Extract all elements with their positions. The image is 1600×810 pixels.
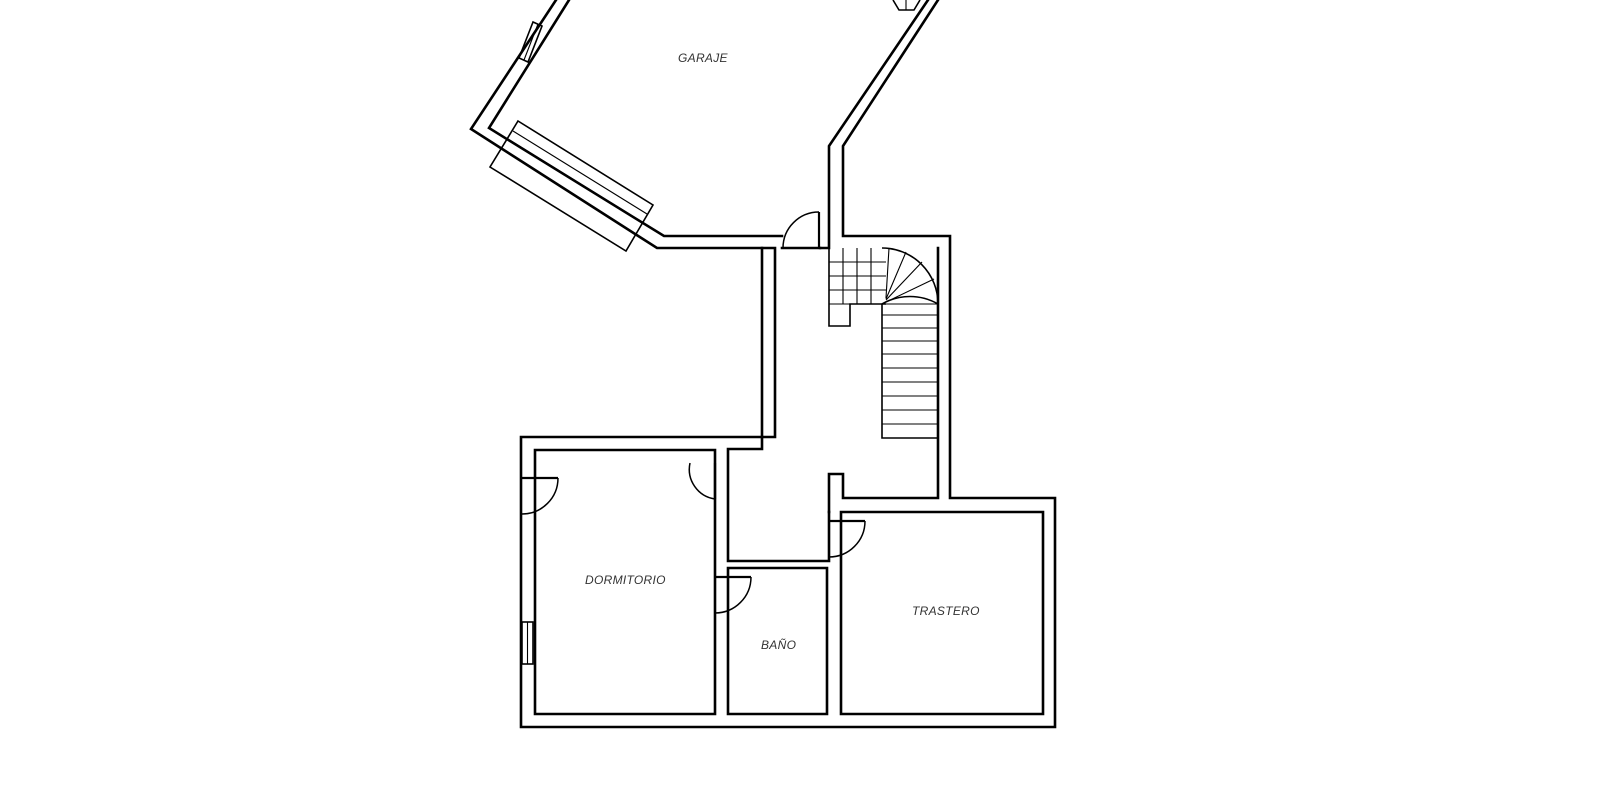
- bedroom-wall: [533, 448, 717, 716]
- stair-treads-upper: [829, 248, 886, 305]
- garage-window-top: [517, 20, 544, 64]
- storage-wall: [839, 510, 1045, 716]
- garage-right-inner-wall: [818, 0, 930, 250]
- garage-outer-wall: [469, 0, 1057, 729]
- stair-winders: [885, 247, 938, 305]
- garage-gate: [488, 119, 655, 253]
- garage-label: GARAJE: [678, 51, 729, 65]
- door-bathroom: [714, 575, 752, 614]
- stair-treads-lower: [882, 314, 938, 425]
- garage-corner-detail: [892, 0, 921, 11]
- door-storage: [828, 519, 866, 558]
- door-bedroom-left: [521, 476, 559, 515]
- bedroom-window: [521, 621, 534, 665]
- interior-walls: [533, 246, 1045, 716]
- bathroom-wall: [726, 566, 829, 716]
- storage-label: TRASTERO: [912, 604, 980, 618]
- bedroom-corridor-wall: [726, 435, 831, 563]
- bedroom-label: DORMITORIO: [585, 573, 666, 587]
- stair-hall-inner-wall: [827, 246, 940, 514]
- staircase: [828, 247, 939, 439]
- bathroom-label: BAÑO: [761, 638, 796, 652]
- door-hall-entry: [782, 211, 821, 249]
- door-bedroom-right: [688, 462, 717, 500]
